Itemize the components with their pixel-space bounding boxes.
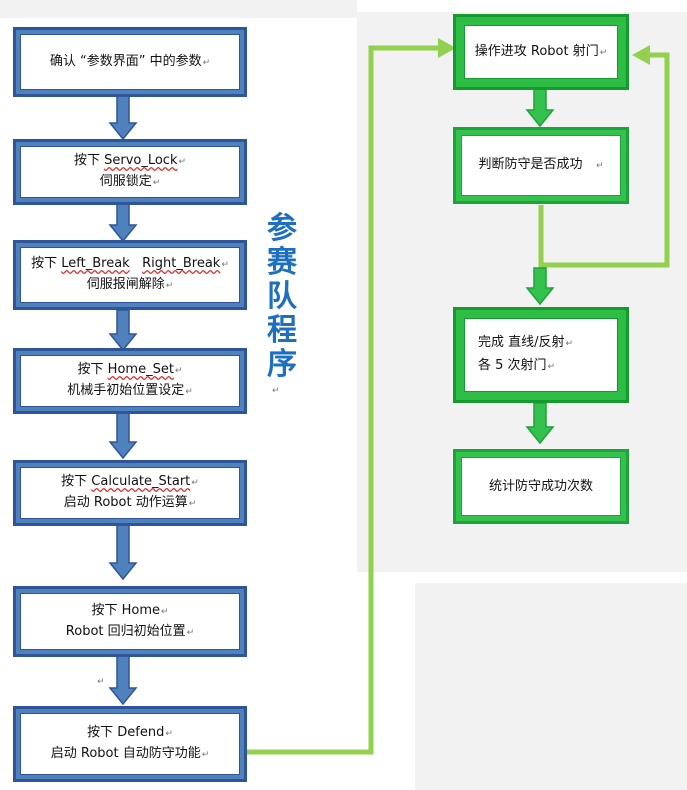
team-program-title: 参赛队程序 <box>267 211 297 382</box>
green-arrow-3 <box>525 402 555 445</box>
step-confirm-text: 确认 “参数界面” 中的参数 <box>49 53 202 69</box>
step-count-success: 统计防守成功次数 <box>453 449 629 524</box>
blue-arrows <box>108 94 138 706</box>
arrowhead-loop-back <box>632 45 650 65</box>
servo-lock-code: Servo_Lock <box>104 153 178 168</box>
step-judge-defense: 判断防守是否成功 ↵ <box>453 127 629 204</box>
step-home-set: 按下 Home_Set↵ 机械手初始位置设定↵ <box>13 348 247 414</box>
connector-defend-to-attack <box>244 45 440 755</box>
green-arrows <box>525 87 555 445</box>
step-calculate-start: 按下 Calculate_Start↵ 启动 Robot 动作运算↵ <box>13 460 247 526</box>
blue-arrow-6 <box>108 654 138 706</box>
step-complete-shots: 完成 直线/反射↵ 各 5 次射门↵ <box>453 307 629 403</box>
blue-arrow-3 <box>108 309 138 352</box>
blue-arrow-5 <box>108 524 138 581</box>
green-arrow-2 <box>525 267 555 306</box>
green-arrow-1 <box>525 87 555 128</box>
blue-arrow-4 <box>108 411 138 460</box>
step-confirm-parameters: 确认 “参数界面” 中的参数↵ <box>13 27 247 97</box>
loop-back-line <box>538 52 670 268</box>
blue-arrow-1 <box>108 94 138 141</box>
background-panel-top-left <box>0 0 357 18</box>
left-break-code: Left_Break <box>61 256 130 271</box>
step-attack-shoot: 操作进攻 Robot 射门↵ <box>453 14 629 90</box>
step-defend: 按下 Defend↵ 启动 Robot 自动防守功能↵ <box>13 706 247 782</box>
green-arrowheads <box>438 38 650 65</box>
home-set-code: Home_Set <box>107 362 174 377</box>
blue-arrow-2 <box>108 202 138 243</box>
green-lines <box>244 45 670 755</box>
right-break-code: Right_Break <box>142 256 221 271</box>
step-brake-release: 按下 Left_Break Right_Break↵ 伺服报闸解除↵ <box>13 240 247 310</box>
step-home: 按下 Home↵ Robot 回归初始位置↵ <box>13 586 247 657</box>
stray-return-mark: ↵ <box>97 677 105 687</box>
arrowhead-into-attack <box>438 38 456 58</box>
background-panel-bottom <box>415 583 687 790</box>
calculate-start-code: Calculate_Start <box>91 474 191 489</box>
step-servo-lock: 按下 Servo_Lock↵ 伺服锁定↵ <box>13 139 247 205</box>
title-return-mark: ↵ <box>272 386 280 396</box>
